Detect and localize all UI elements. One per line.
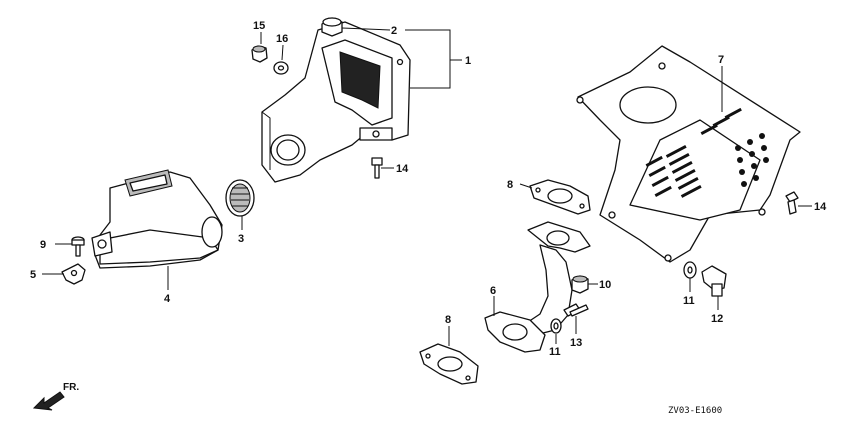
part-5-clip [61,263,86,285]
part-10-nut [571,275,589,294]
callout-3: 3 [238,233,244,245]
part-1-bracket-housing [261,21,411,183]
part-8-gasket-upper [529,179,591,215]
callout-7: 7 [718,54,724,66]
part-14-bolt-right [785,191,799,215]
callout-8-upper: 8 [507,179,513,191]
part-8-gasket-lower [419,343,479,385]
callout-9: 9 [40,239,46,251]
callout-11-upper: 11 [683,295,695,307]
callout-labels: 1 2 15 16 14 3 4 9 5 7 8 6 8 10 11 13 11… [30,20,827,358]
part-15-nut [251,45,268,63]
part-2-cap [321,17,343,37]
callout-16: 16 [276,33,288,45]
callout-14-right: 14 [814,201,827,213]
part-6-exhaust-pipe [484,221,591,353]
front-arrow-icon [32,391,65,411]
part-11-washer-upper [683,261,697,279]
part-7-shroud [576,45,801,263]
part-4-air-guide-cover [91,169,223,269]
part-16-washer [273,61,289,75]
drawing-code: ZV03-E1600 [668,406,722,416]
callout-5: 5 [30,269,36,281]
callout-2: 2 [391,25,397,37]
callout-11-lower: 11 [549,346,561,358]
leader-lines [42,27,812,346]
callout-13: 13 [570,337,582,349]
callout-6: 6 [490,285,496,297]
part-12-bolt [701,265,727,297]
part-13-bolt [563,303,589,317]
callout-1: 1 [465,55,471,67]
callout-15: 15 [253,20,265,32]
callout-12: 12 [711,313,723,325]
callout-4: 4 [164,293,171,305]
callout-8-lower: 8 [445,314,451,326]
front-label: FR. [63,382,79,393]
part-9-bolt [71,236,85,257]
callout-10: 10 [599,279,611,291]
front-direction-indicator: FR. [32,382,79,411]
part-11-washer-lower [550,318,562,334]
part-3-screen [225,179,255,217]
part-14-bolt-upper [371,157,383,179]
callout-14-upper: 14 [396,163,409,175]
